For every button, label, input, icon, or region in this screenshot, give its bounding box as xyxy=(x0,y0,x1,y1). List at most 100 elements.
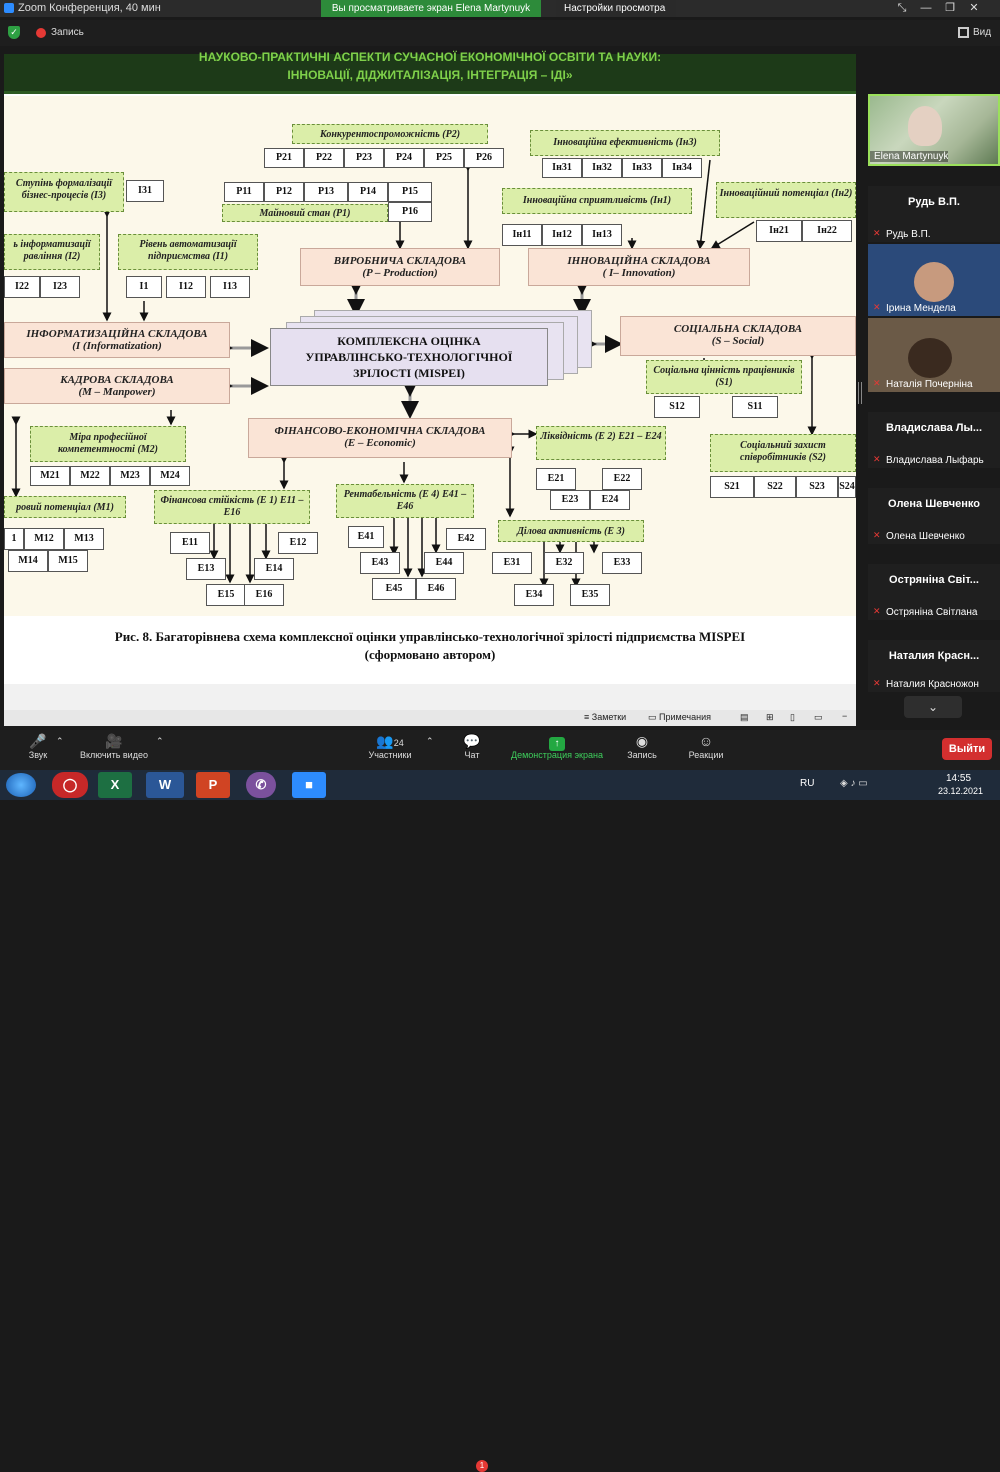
avatar xyxy=(908,338,952,378)
restore-icon[interactable]: ❐ xyxy=(945,2,955,14)
in3-label: Інноваційна ефективність (Ін3) xyxy=(530,130,720,156)
participant-big-name: Владислава Лы... xyxy=(885,422,983,434)
reactions-label: Реакции xyxy=(688,750,724,760)
e3-cell: E32 xyxy=(544,552,584,574)
normal-view-icon[interactable]: ▤ xyxy=(740,712,749,722)
p1-label: Майновий стан (P1) xyxy=(222,204,388,222)
leave-button[interactable]: Выйти xyxy=(942,738,992,760)
e2-cell: E23 xyxy=(550,490,590,510)
i31-cell: I31 xyxy=(126,180,164,202)
audio-options-caret[interactable]: ⌃ xyxy=(56,736,64,746)
powerpoint-icon[interactable]: P xyxy=(196,772,230,798)
view-button[interactable]: Вид xyxy=(973,27,992,38)
p1-cell: P12 xyxy=(264,182,304,202)
record-button[interactable]: ◉Запись xyxy=(622,732,662,760)
fullscreen-exit-icon[interactable]: ⤡ xyxy=(897,2,907,14)
slideshow-icon[interactable]: ▭ xyxy=(814,712,823,722)
window-title: Zoom Конференция, 40 мин xyxy=(18,2,161,14)
notes-button[interactable]: ≡ Заметки xyxy=(584,712,626,722)
mic-muted-icon: ✕ xyxy=(873,678,881,688)
notes-icon: ≡ xyxy=(584,712,592,722)
opera-icon[interactable]: ◯ xyxy=(52,772,88,798)
participant-tile[interactable]: ✕ Наталія Почерніна xyxy=(868,318,1000,392)
participant-tile[interactable]: Elena Martynuyk xyxy=(868,94,1000,166)
resize-handle[interactable] xyxy=(858,382,862,404)
m1-label: ровий потенціал (M1) xyxy=(4,496,126,518)
scroll-down-button[interactable]: ⌄ xyxy=(904,696,962,718)
s1-cell: S11 xyxy=(732,396,778,418)
e2-label: Ліквідність (E 2) E21 – E24 xyxy=(536,426,666,460)
zoom-taskbar-icon[interactable]: ■ xyxy=(292,772,326,798)
participant-name: Рудь В.П. xyxy=(886,229,931,240)
audio-label: Звук xyxy=(28,750,48,760)
excel-icon[interactable]: X xyxy=(98,772,132,798)
center-line1: КОМПЛЕКСНА ОЦІНКА xyxy=(337,334,481,348)
participant-tile[interactable]: ✕ Ірина Мендела xyxy=(868,244,1000,316)
slide-header-line2: ІННОВАЦІЇ, ДІДЖИТАЛІЗАЦІЯ, ІНТЕГРАЦІЯ – … xyxy=(287,68,573,82)
participant-tile[interactable]: Владислава Лы... ✕ Владислава Лыфарь xyxy=(868,412,1000,468)
p1-cell: P15 xyxy=(388,182,432,202)
minimize-icon[interactable]: — xyxy=(920,2,932,14)
participants-label: Участники xyxy=(368,750,412,760)
e2-cell: E24 xyxy=(590,490,630,510)
e4-cell: E43 xyxy=(360,552,400,574)
e2-cell: E21 xyxy=(536,468,576,490)
close-icon[interactable]: ✕ xyxy=(969,2,979,14)
social-title: СОЦІАЛЬНА СКЛАДОВА xyxy=(673,323,803,335)
participants-options-caret[interactable]: ⌃ xyxy=(426,736,434,746)
share-screen-button[interactable]: ↑Демонстрация экрана xyxy=(506,732,608,760)
e1-cell: E11 xyxy=(170,532,210,554)
chat-button[interactable]: 💬Чат xyxy=(456,732,488,760)
production-component: ВИРОБНИЧА СКЛАДОВА(P – Production) xyxy=(300,248,500,286)
chat-icon: 💬 xyxy=(463,733,481,749)
view-options-button[interactable]: Настройки просмотра ⌄ xyxy=(556,0,676,31)
in2-cell: Ін21 xyxy=(756,220,802,242)
start-video-button[interactable]: 🎥Включить видео xyxy=(74,732,154,760)
production-subtitle: (P – Production) xyxy=(362,267,438,279)
participant-tile[interactable]: Рудь В.П. ✕ Рудь В.П. xyxy=(868,186,1000,242)
language-indicator[interactable]: RU xyxy=(800,778,815,789)
m1-cell: 1 xyxy=(4,528,24,550)
i1-cell: I1 xyxy=(126,276,162,298)
i1-cell: I12 xyxy=(166,276,206,298)
p1-cell: P13 xyxy=(304,182,348,202)
slide-sorter-icon[interactable]: ⊞ xyxy=(766,712,774,722)
s2-cell: S21 xyxy=(710,476,754,498)
audio-button[interactable]: 🎤Звук xyxy=(20,732,56,760)
participant-tile[interactable]: Остряніна Світ... ✕ Остряніна Світлана xyxy=(868,564,1000,620)
mispei-center-box: КОМПЛЕКСНА ОЦІНКА УПРАВЛІНСЬКО-ТЕХНОЛОГІ… xyxy=(270,328,548,386)
participant-tile[interactable]: Наталия Красн... ✕ Наталия Красножон xyxy=(868,640,1000,692)
mic-muted-icon: ✕ xyxy=(873,530,881,540)
e1-cell: E15 xyxy=(206,584,246,606)
e3-cell: E31 xyxy=(492,552,532,574)
viber-icon[interactable]: ✆ xyxy=(246,772,276,798)
s2-cell: S22 xyxy=(754,476,796,498)
p2-cell: P24 xyxy=(384,148,424,168)
zoom-out-icon[interactable]: − xyxy=(842,711,848,721)
production-title: ВИРОБНИЧА СКЛАДОВА xyxy=(333,255,467,267)
reactions-button[interactable]: ☺Реакции xyxy=(682,732,730,760)
record-status: Запись xyxy=(51,27,84,38)
chat-badge: 1 xyxy=(476,1460,488,1472)
word-icon[interactable]: W xyxy=(146,772,184,798)
p2-cell: P22 xyxy=(304,148,344,168)
economic-component: ФІНАНСОВО-ЕКОНОМІЧНА СКЛАДОВА(E – Econom… xyxy=(248,418,512,458)
participant-tile[interactable]: Олена Шевченко ✕ Олена Шевченко xyxy=(868,488,1000,544)
mic-muted-icon: ✕ xyxy=(873,302,881,312)
record-button-icon: ◉ xyxy=(635,733,649,749)
reading-view-icon[interactable]: ▯ xyxy=(790,712,795,722)
manpower-title: КАДРОВА СКЛАДОВА xyxy=(60,374,174,386)
e4-label: Рентабельність (E 4) E41 – E46 xyxy=(336,484,474,518)
windows-start-icon[interactable] xyxy=(6,773,36,797)
m2-cell: M24 xyxy=(150,466,190,486)
video-options-caret[interactable]: ⌃ xyxy=(156,736,164,746)
e4-cell: E46 xyxy=(416,578,456,600)
in1-cell: Ін11 xyxy=(502,224,542,246)
shield-icon[interactable]: ✓ xyxy=(8,26,20,39)
p2-cell: P21 xyxy=(264,148,304,168)
slide-header-line1: НАУКОВО-ПРАКТИЧНІ АСПЕКТИ СУЧАСНОЇ ЕКОНО… xyxy=(198,50,662,64)
i1-label: Рівень автоматизації підприємства (I1) xyxy=(118,234,258,270)
participant-name: Олена Шевченко xyxy=(886,531,965,542)
comments-button[interactable]: ▭ Примечания xyxy=(648,712,711,723)
